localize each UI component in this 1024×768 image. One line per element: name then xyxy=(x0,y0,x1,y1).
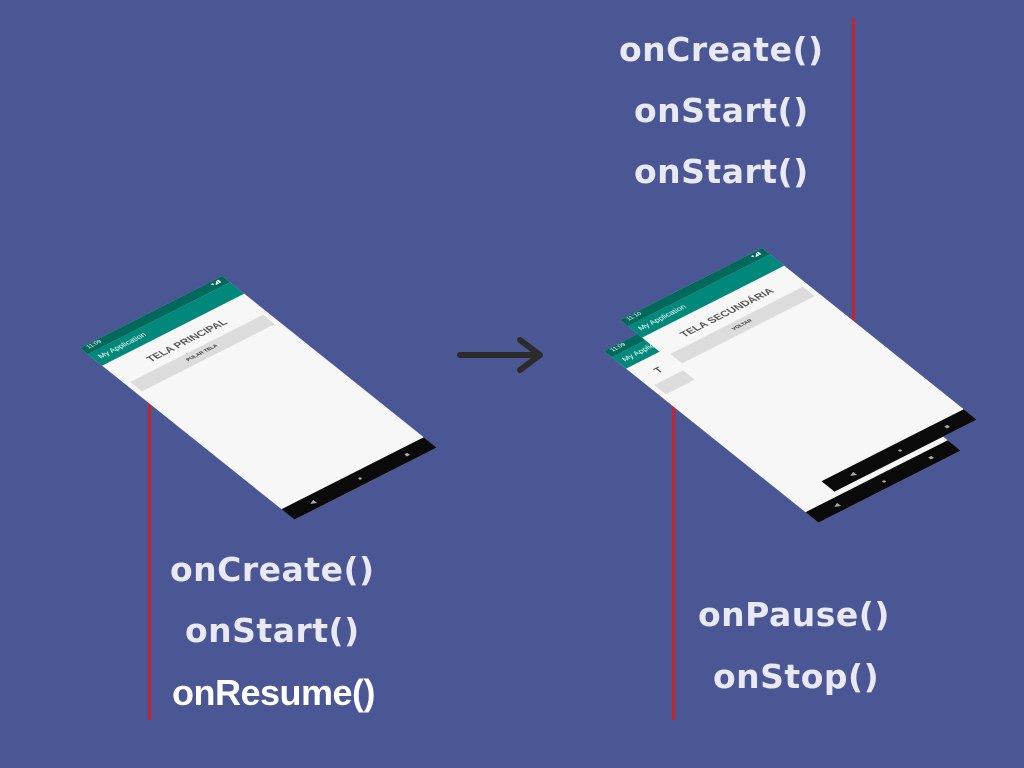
right-onstop-label: onStop() xyxy=(713,657,880,696)
left-onresume-label: onResume() xyxy=(172,672,376,713)
back-icon-2: ◀ xyxy=(830,501,842,509)
home-icon[interactable]: ● xyxy=(354,474,365,482)
right-lifeline-bottom xyxy=(672,405,675,720)
home-icon-3[interactable]: ● xyxy=(894,446,905,454)
left-oncreate-label: onCreate() xyxy=(170,550,375,589)
right-top-onstart-label: onStart() xyxy=(634,91,809,130)
right-top-onstart-label-2: onStart() xyxy=(634,152,809,191)
back-icon-3[interactable]: ◀ xyxy=(846,470,858,478)
status-icons-second: ▾◢▮ xyxy=(750,251,763,259)
right-lifeline-top xyxy=(852,18,855,328)
right-onpause-label: onPause() xyxy=(698,595,890,634)
arrow-right-icon xyxy=(457,337,543,373)
nav-bar: ◀ ● ■ xyxy=(281,437,437,520)
home-icon-2: ● xyxy=(878,477,889,485)
phone-main: 11:09 ▾◢▮ My Application TELA PRINCIPAL … xyxy=(80,276,437,520)
recents-icon-2: ■ xyxy=(925,454,936,461)
back-icon[interactable]: ◀ xyxy=(306,498,318,506)
status-icons: ▾◢▮ xyxy=(210,279,223,287)
right-top-oncreate-label: onCreate() xyxy=(619,30,824,69)
recents-icon-3[interactable]: ■ xyxy=(941,423,952,430)
left-onstart-label: onStart() xyxy=(185,611,360,650)
recents-icon[interactable]: ■ xyxy=(401,451,412,458)
left-lifeline xyxy=(148,400,151,720)
